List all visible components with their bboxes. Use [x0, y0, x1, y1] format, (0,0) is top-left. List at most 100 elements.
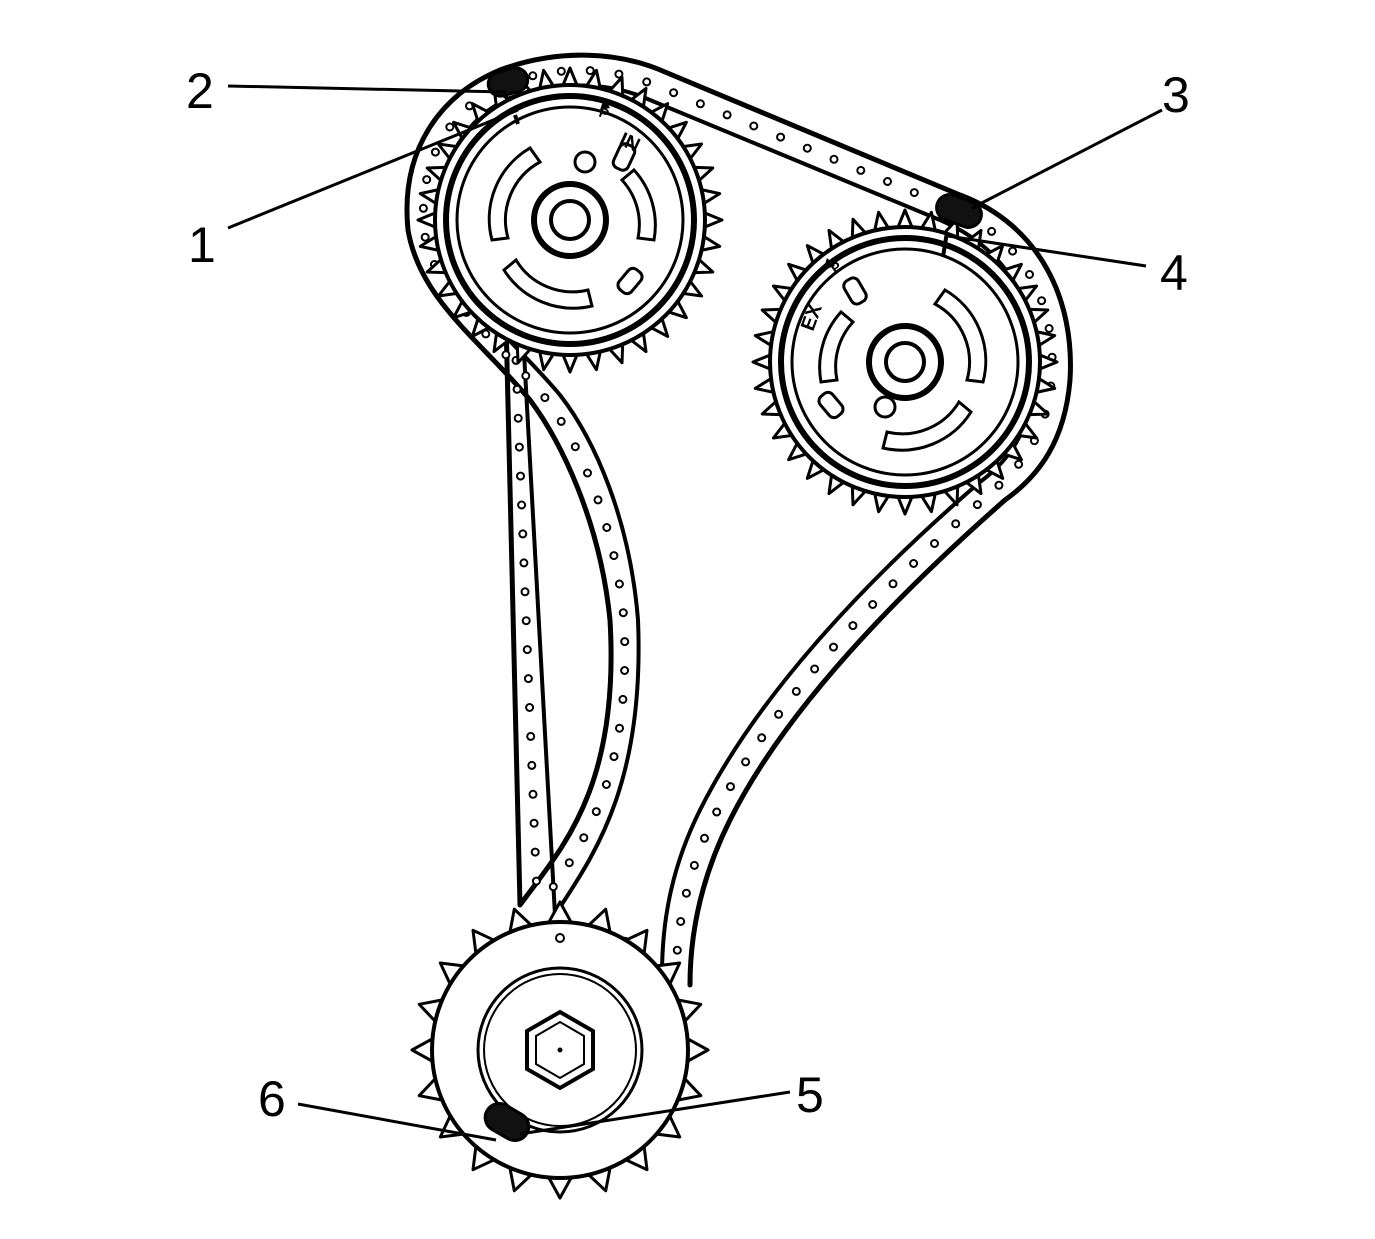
chain-link-pin [676, 917, 686, 926]
chain-link-pin [695, 99, 705, 109]
chain-link-pin [909, 559, 919, 568]
colored-chain-links [483, 66, 983, 1142]
chain-link-pin [521, 371, 531, 381]
chain-link-pin [930, 539, 939, 548]
chain-link-pin [1037, 296, 1047, 306]
chain-link-pin [517, 500, 527, 510]
chain-link-pin [618, 694, 628, 704]
callout-leader-lines [227, 84, 1163, 1142]
chain-link-pin [614, 579, 624, 589]
chain-link-pin [570, 442, 580, 452]
chain-link-pin [430, 147, 440, 157]
chain-link-pin [445, 122, 455, 132]
chain-link-pin [418, 203, 428, 213]
callout-labels: 1 2 3 4 5 6 [186, 63, 1190, 1127]
chain-link-pin [1008, 246, 1018, 256]
callout-4: 4 [1160, 245, 1188, 301]
chain-link-pin [602, 523, 612, 532]
sprocket-tooth-ring [410, 900, 710, 1200]
exhaust-sprocket-teeth [751, 208, 1059, 516]
callout-6: 6 [258, 1071, 286, 1127]
chain-link-pin [601, 780, 611, 789]
callout-3: 3 [1162, 67, 1190, 123]
chain-link-pin [530, 847, 540, 857]
callout-5: 5 [796, 1067, 824, 1123]
chain-link-pin [1044, 324, 1054, 333]
callout-2: 2 [186, 63, 214, 119]
chain-link-pin [615, 723, 624, 733]
chain-link-pin [1014, 459, 1024, 469]
chain-link-pin [642, 77, 652, 87]
chain-link-pin [422, 175, 432, 185]
chain-link-pin [583, 468, 592, 478]
chain-link-pin [528, 71, 538, 81]
chain-link-pin [420, 232, 430, 242]
chain-link-pin [520, 587, 530, 597]
chain-link-pin [689, 860, 699, 870]
chain-link-pin [512, 384, 522, 394]
chain-link-pin [672, 945, 682, 955]
leader-line-1 [227, 108, 519, 230]
chain-link-pin [700, 833, 709, 843]
chain-link-pin [776, 132, 786, 142]
chain-link-pin [888, 579, 898, 589]
exhaust-camshaft-sprocket: P EX [751, 208, 1059, 516]
intake-camshaft-sprocket: P IN [416, 66, 724, 374]
chain-link-pin [556, 66, 566, 76]
chain-link-pin [802, 143, 812, 153]
chain-link-pin [579, 833, 589, 843]
chain-link-pin [501, 350, 511, 360]
chain-link-pin [516, 471, 525, 481]
chain-link-pin [994, 480, 1004, 490]
colored-link-intake [486, 66, 530, 98]
chain-link-pin [972, 500, 982, 510]
chain-link-pin [856, 165, 866, 175]
chain-link-pin [548, 882, 558, 892]
chain-link-pin [868, 600, 878, 609]
chain-link-pin [1025, 270, 1034, 279]
chain-link-pin [749, 121, 759, 131]
chain-link-pin [614, 69, 624, 79]
chain-link-pin [883, 177, 892, 186]
leader-line-4 [947, 234, 1147, 268]
crank-sprocket-teeth [410, 900, 710, 1200]
chain-link-pin [829, 154, 839, 164]
chain-link-pin [519, 558, 529, 568]
chain-link-pin [564, 858, 574, 868]
chain-link-pin [620, 666, 630, 675]
leader-line-3 [971, 108, 1163, 210]
chain-link-pin [556, 416, 566, 426]
chain-link-pin [525, 703, 535, 712]
chain-link-pin [591, 807, 601, 817]
chain-link-pin [810, 664, 820, 674]
leader-line-6 [297, 1102, 497, 1142]
chain-link-pin [518, 529, 528, 539]
sprocket-tooth-ring [751, 208, 1059, 516]
chain-link-pin [593, 495, 603, 505]
chain-link-pin [540, 393, 550, 403]
chain-link-pin [669, 88, 679, 98]
chain-link-pin [521, 616, 531, 626]
chain-link-pin [585, 66, 595, 76]
chain-link-pin [609, 752, 619, 762]
chain-link-pin [528, 789, 538, 799]
chain-link-pin [522, 645, 532, 655]
chain-link-pin [848, 621, 858, 631]
chain-link-pin [712, 807, 722, 817]
chain-link-pin [609, 551, 619, 561]
chain-link-pin [531, 876, 541, 886]
chain-link-pin [514, 442, 524, 452]
leader-line-2 [227, 84, 507, 94]
chain-link-pin [618, 608, 628, 618]
chain-link-pin [722, 110, 732, 120]
chain-link-pin [757, 733, 767, 743]
chain-link-pin [774, 709, 784, 719]
chain-link-pin [527, 760, 537, 770]
chain-link-pin [741, 757, 751, 767]
leader-line-5 [519, 1090, 791, 1136]
chain-link-pin [529, 818, 539, 828]
chain-link-pin [620, 637, 630, 647]
chain-link-pin [909, 188, 919, 198]
colored-link-exhaust [935, 193, 983, 229]
